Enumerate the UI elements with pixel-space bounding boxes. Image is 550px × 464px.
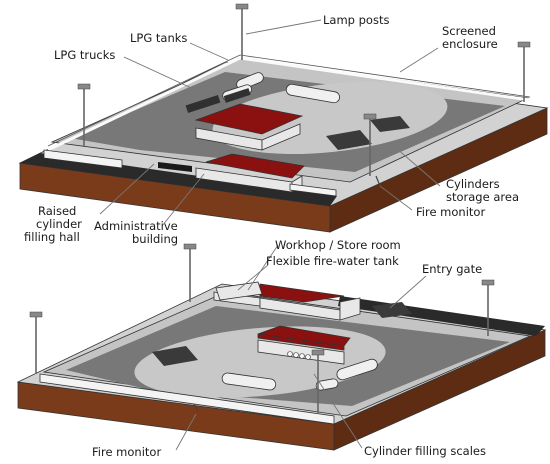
leader-lines — [99, 19, 441, 451]
label-cylinders-1: Cylinders — [446, 177, 500, 191]
bottom-cylinder-scales — [287, 351, 311, 360]
top-admin-building — [195, 153, 305, 193]
label-fire-water-tank: Flexible fire-water tank — [266, 254, 399, 268]
top-lamp-posts — [77, 3, 531, 176]
label-admin-2: building — [132, 232, 178, 246]
label-screened-1: Screened — [442, 24, 496, 38]
bottom-lamp-posts — [29, 243, 495, 414]
top-front-fence — [43, 149, 337, 197]
label-filling-scales: Cylinder filling scales — [364, 444, 486, 458]
top-screen-wall — [47, 56, 531, 152]
label-lpg-trucks: LPG trucks — [54, 48, 115, 62]
label-raised-3: filling hall — [24, 230, 80, 244]
bottom-filling-hall — [257, 325, 351, 365]
bottom-fire-monitor — [193, 403, 199, 413]
labels: Lamp posts LPG tanks LPG trucks Screened… — [24, 13, 519, 459]
label-cylinders-2: storage area — [446, 190, 519, 204]
top-cylinders-storage — [326, 116, 410, 150]
bottom-site — [16, 243, 547, 451]
label-raised-1: Raised — [38, 204, 76, 218]
label-admin-1: Administrative — [94, 219, 178, 233]
label-entry-gate: Entry gate — [422, 262, 482, 276]
top-lpg-trucks — [185, 88, 251, 114]
bottom-lpg-tanks — [221, 358, 378, 391]
label-fire-monitor-top: Fire monitor — [416, 205, 485, 219]
label-lamp-posts: Lamp posts — [323, 13, 389, 27]
label-lpg-tanks: LPG tanks — [130, 31, 187, 45]
top-fire-monitor — [375, 175, 381, 187]
bottom-front-wall — [39, 373, 335, 425]
top-front-strip — [20, 153, 337, 206]
bottom-cylinders-storage — [152, 302, 412, 366]
label-raised-2: cylinder — [36, 217, 82, 231]
label-workshop: Workhop / Store room — [275, 238, 401, 252]
label-fire-monitor-bottom: Fire monitor — [92, 445, 161, 459]
label-screened-2: enclosure — [442, 37, 498, 51]
top-site — [18, 3, 549, 233]
top-filling-hall — [194, 103, 304, 151]
